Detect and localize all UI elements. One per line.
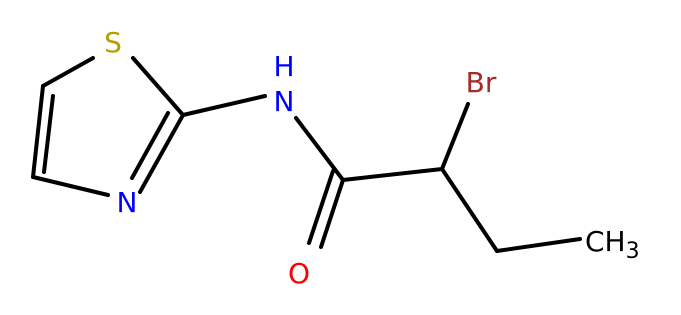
bond-ch2-ch3 (495, 237, 582, 253)
bond-c2-nh (181, 94, 267, 117)
atom-label-ch3-subscript: 3 (626, 239, 640, 264)
bond-carbonyl-o-2 (307, 169, 335, 245)
atom-label-s: S (104, 26, 122, 59)
bond-s-c5 (41, 56, 95, 88)
bonds (31, 56, 582, 253)
atom-label-n-ring: N (117, 186, 138, 219)
atom-labels: S N H N Br O CH3 (104, 26, 640, 290)
bond-c5-c4-inner (42, 94, 55, 174)
bond-calpha-br (440, 102, 470, 171)
atom-label-ch3-main: CH (585, 225, 626, 258)
atom-label-o: O (288, 257, 310, 290)
bond-c2-s (131, 56, 185, 117)
atom-label-nh-h: H (273, 50, 294, 83)
bond-n3-c2 (138, 113, 185, 194)
atom-label-ch3: CH3 (585, 225, 640, 264)
bond-calpha-ch2 (440, 167, 499, 253)
bond-c5-c4 (31, 84, 45, 179)
bond-carbonyl-calpha (341, 167, 444, 182)
atom-label-br: Br (466, 66, 497, 99)
bond-n3-c2-inner (130, 111, 170, 180)
bond-nh-carbonyl (294, 116, 345, 182)
bond-carbonyl-o-1 (319, 178, 345, 249)
atom-label-nh-n: N (274, 85, 295, 118)
bond-c4-n3 (31, 175, 110, 197)
